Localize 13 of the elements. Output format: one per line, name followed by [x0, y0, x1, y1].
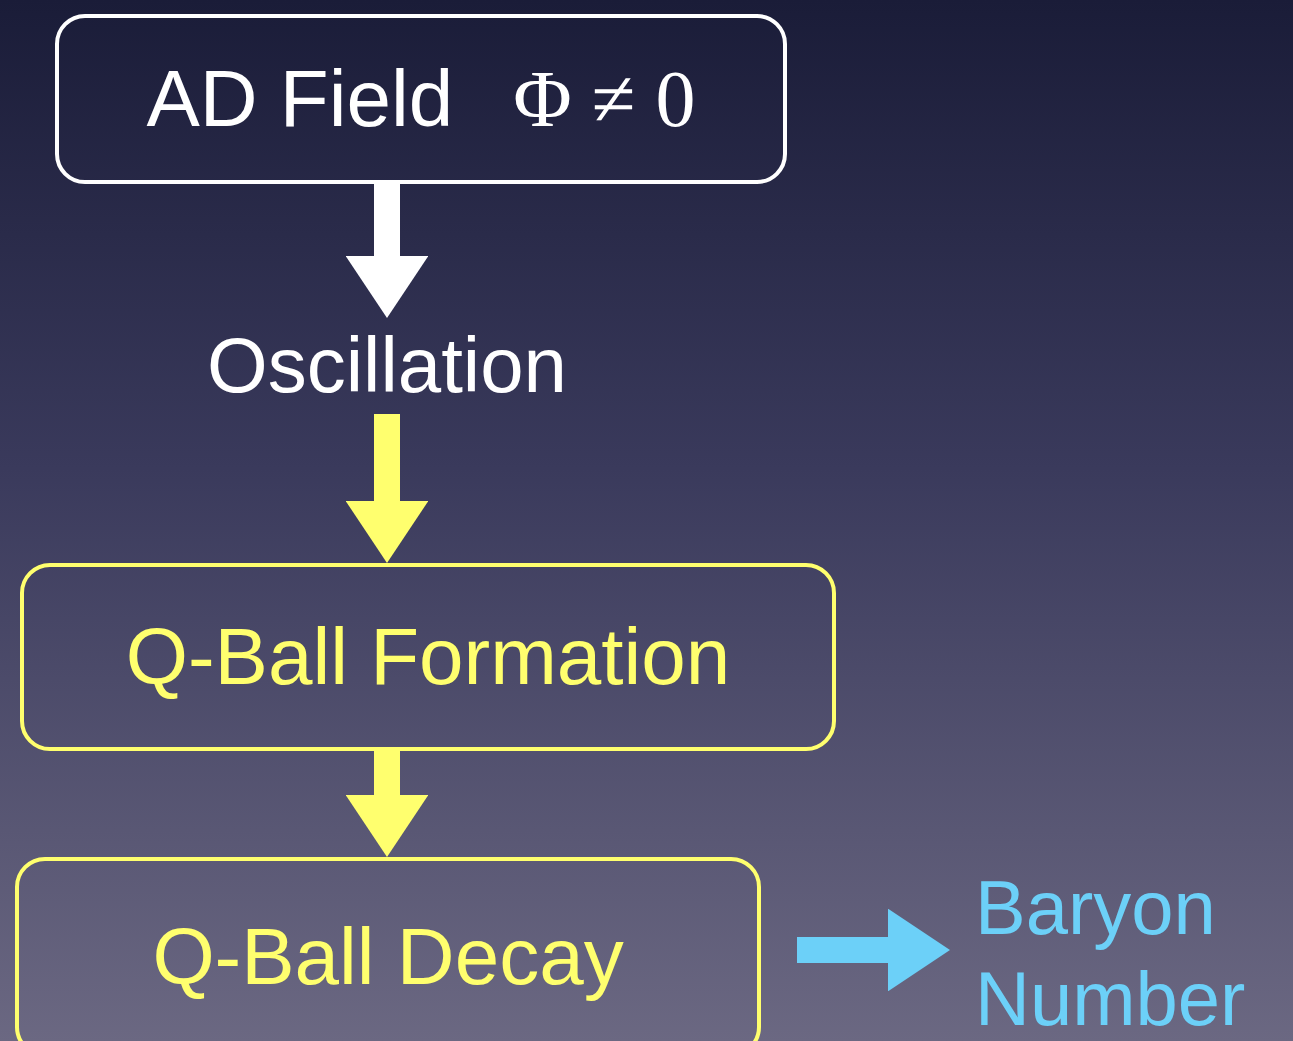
- arrow: [345, 751, 429, 857]
- arrow: [797, 908, 950, 992]
- process-box: [20, 563, 836, 751]
- process-box: [55, 14, 787, 184]
- step-label: Oscillation: [207, 320, 567, 412]
- arrow: [345, 414, 429, 563]
- process-box: [15, 857, 761, 1041]
- result-label: Baryon Number: [975, 863, 1247, 1041]
- math-expression: Φ ≠ 0: [513, 54, 696, 145]
- box-title: Q-Ball Formation: [125, 611, 731, 703]
- arrow: [345, 184, 429, 318]
- box-title: Q-Ball Decay: [152, 911, 624, 1003]
- box-title: AD Field: [146, 53, 454, 145]
